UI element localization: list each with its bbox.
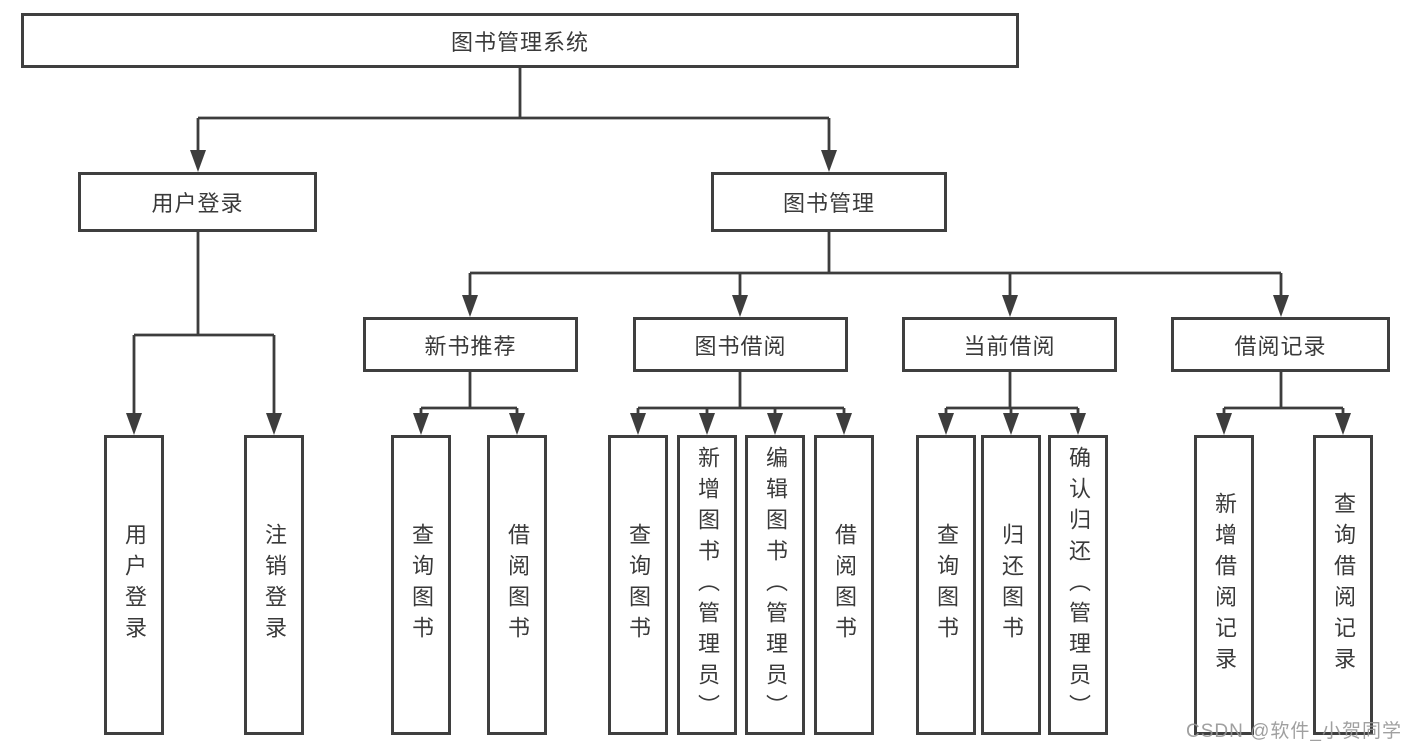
leaf-confirm-return-admin: 确认归还（管理员） (1048, 435, 1108, 735)
node-current-borrow-label: 当前借阅 (963, 333, 1056, 359)
node-root: 图书管理系统 (21, 13, 1019, 68)
leaf-confirm-return-admin-label: 确认归还（管理员） (1066, 445, 1091, 725)
leaf-user-login: 用户登录 (104, 435, 164, 735)
node-book-borrow: 图书借阅 (633, 317, 848, 372)
leaf-borrow-books: 借阅图书 (814, 435, 874, 735)
node-user-login-label: 用户登录 (151, 191, 244, 216)
leaf-logout: 注销登录 (244, 435, 304, 735)
leaf-edit-books-admin: 编辑图书（管理员） (745, 435, 805, 735)
leaf-borrow-query-books-label: 查询图书 (626, 523, 651, 647)
leaf-borrow-query-books: 查询图书 (608, 435, 668, 735)
leaf-recommend-query-books-label: 查询图书 (409, 523, 434, 647)
node-new-book-recommend: 新书推荐 (363, 317, 578, 372)
leaf-user-login-label: 用户登录 (122, 523, 147, 647)
leaf-edit-books-admin-label: 编辑图书（管理员） (763, 445, 788, 725)
leaf-return-books: 归还图书 (981, 435, 1041, 735)
csdn-watermark: CSDN @软件_小贺同学 (1186, 721, 1402, 742)
leaf-logout-label: 注销登录 (262, 523, 287, 647)
leaf-add-books-admin-label: 新增图书（管理员） (695, 445, 720, 725)
leaf-recommend-query-books: 查询图书 (391, 435, 451, 735)
node-current-borrow: 当前借阅 (902, 317, 1117, 372)
node-book-management: 图书管理 (711, 172, 947, 232)
leaf-recommend-borrow-books: 借阅图书 (487, 435, 547, 735)
leaf-query-borrow-record-label: 查询借阅记录 (1331, 492, 1356, 678)
leaf-recommend-borrow-books-label: 借阅图书 (505, 523, 530, 647)
leaf-current-query-books: 查询图书 (916, 435, 976, 735)
arrowheads (126, 150, 1351, 435)
node-borrow-records: 借阅记录 (1171, 317, 1390, 372)
leaf-current-query-books-label: 查询图书 (934, 523, 959, 647)
leaf-return-books-label: 归还图书 (999, 523, 1024, 647)
node-new-book-recommend-label: 新书推荐 (424, 333, 517, 359)
node-book-borrow-label: 图书借阅 (694, 333, 787, 359)
node-root-label: 图书管理系统 (450, 29, 589, 55)
leaf-add-borrow-record: 新增借阅记录 (1194, 435, 1254, 735)
leaf-add-borrow-record-label: 新增借阅记录 (1212, 492, 1237, 678)
leaf-add-books-admin: 新增图书（管理员） (677, 435, 737, 735)
node-borrow-records-label: 借阅记录 (1234, 333, 1327, 359)
node-user-login: 用户登录 (78, 172, 317, 232)
leaf-borrow-books-label: 借阅图书 (832, 523, 857, 647)
node-book-management-label: 图书管理 (782, 191, 875, 216)
leaf-query-borrow-record: 查询借阅记录 (1313, 435, 1373, 735)
